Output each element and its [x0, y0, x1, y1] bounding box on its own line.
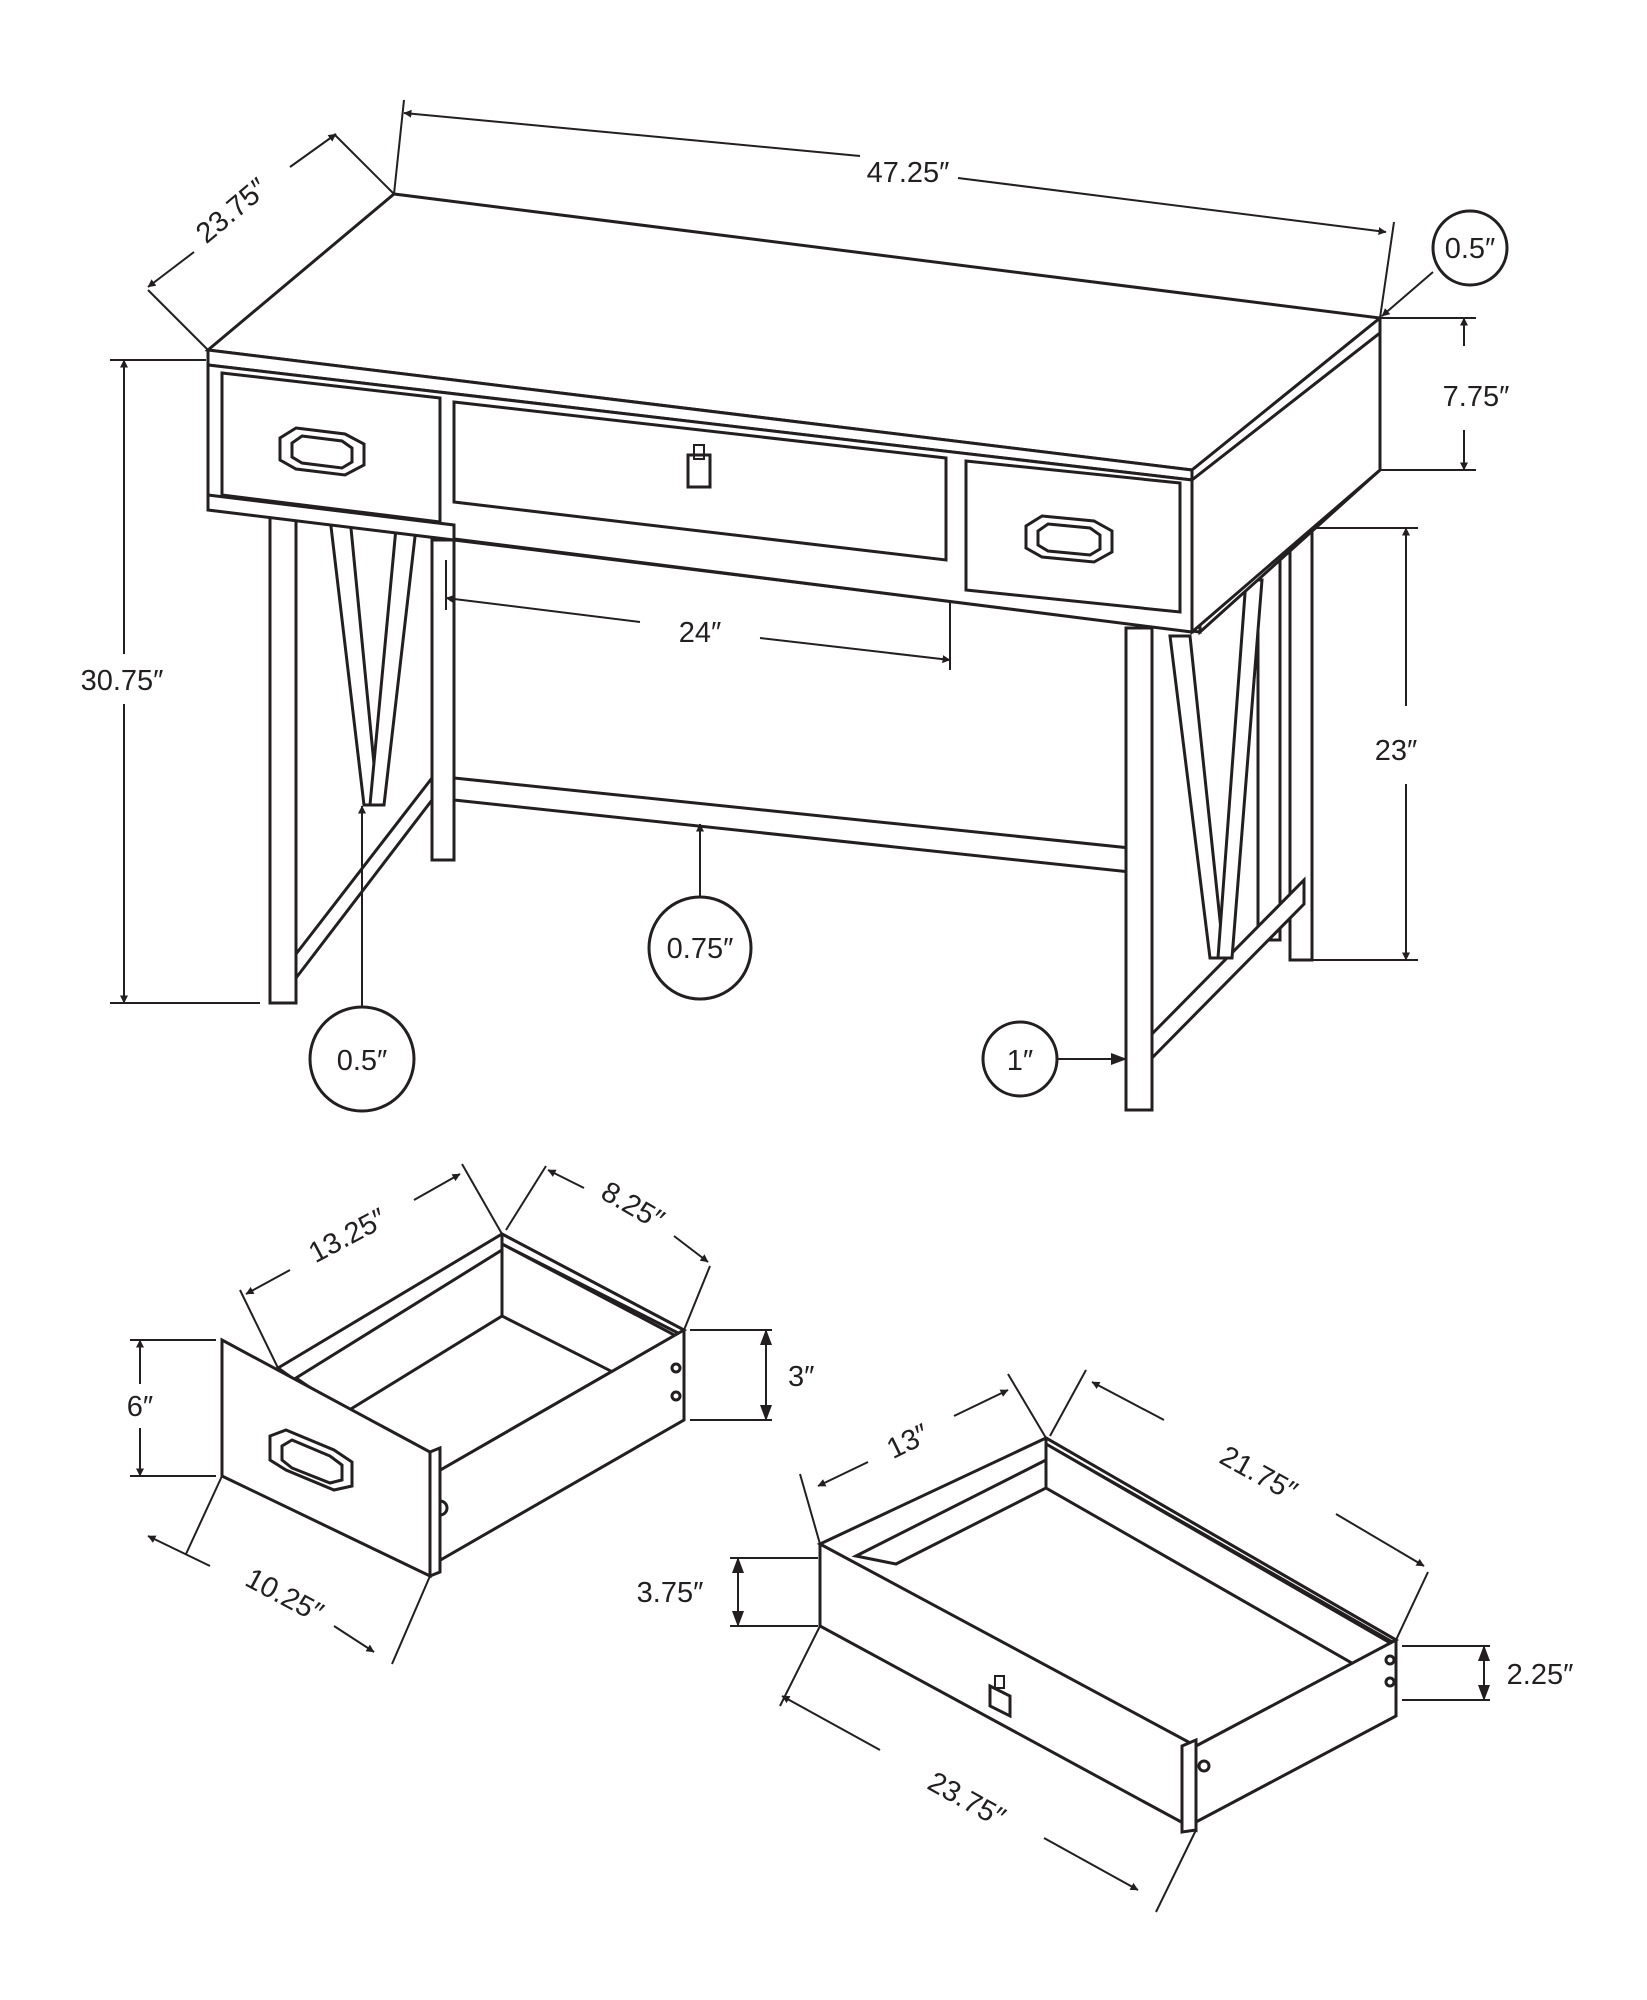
center-drawer-width-label: 21.75″ [1214, 1440, 1302, 1508]
small-drawer-side-height-label: 3″ [788, 1361, 814, 1393]
desk-center-drawer [452, 400, 948, 562]
brace-width-label: 0.5″ [337, 1045, 388, 1077]
desk-depth-label: 23.75″ [190, 172, 274, 250]
small-drawer-front-height-label: 6″ [127, 1391, 153, 1423]
desk-left-leg [268, 508, 418, 1005]
desk-body [204, 192, 1384, 636]
overall-height-label: 30.75″ [81, 665, 164, 697]
center-drawer-side-height-label: 2.25″ [1507, 1659, 1574, 1691]
stretcher-label: 0.75″ [667, 933, 734, 965]
desk-width-label: 47.25″ [867, 157, 950, 189]
desk-illustration [204, 192, 1384, 1112]
desk-right-drawer [964, 459, 1182, 614]
top-thickness-label: 0.5″ [1445, 233, 1496, 265]
small-drawer-width-label: 13.25″ [304, 1202, 392, 1269]
small-drawer-depth-label: 8.25″ [596, 1176, 670, 1237]
apron-height-label: 7.75″ [1443, 381, 1510, 413]
center-drawer-front-height-label: 3.75″ [637, 1577, 704, 1609]
center-drawer-illustration [816, 1435, 1400, 1834]
small-drawer-illustration [220, 1231, 688, 1579]
leg-width-label: 1″ [1007, 1045, 1033, 1077]
small-drawer-front-width-label: 10.25″ [240, 1562, 328, 1629]
center-drawer-front-width-label: 23.75″ [922, 1766, 1010, 1834]
desk-right-leg [1124, 578, 1264, 1112]
leg-clearance-label: 23″ [1375, 735, 1418, 767]
knee-width-label: 24″ [679, 617, 722, 649]
desk-left-drawer [220, 371, 442, 524]
center-drawer-depth-label: 13″ [882, 1418, 934, 1465]
